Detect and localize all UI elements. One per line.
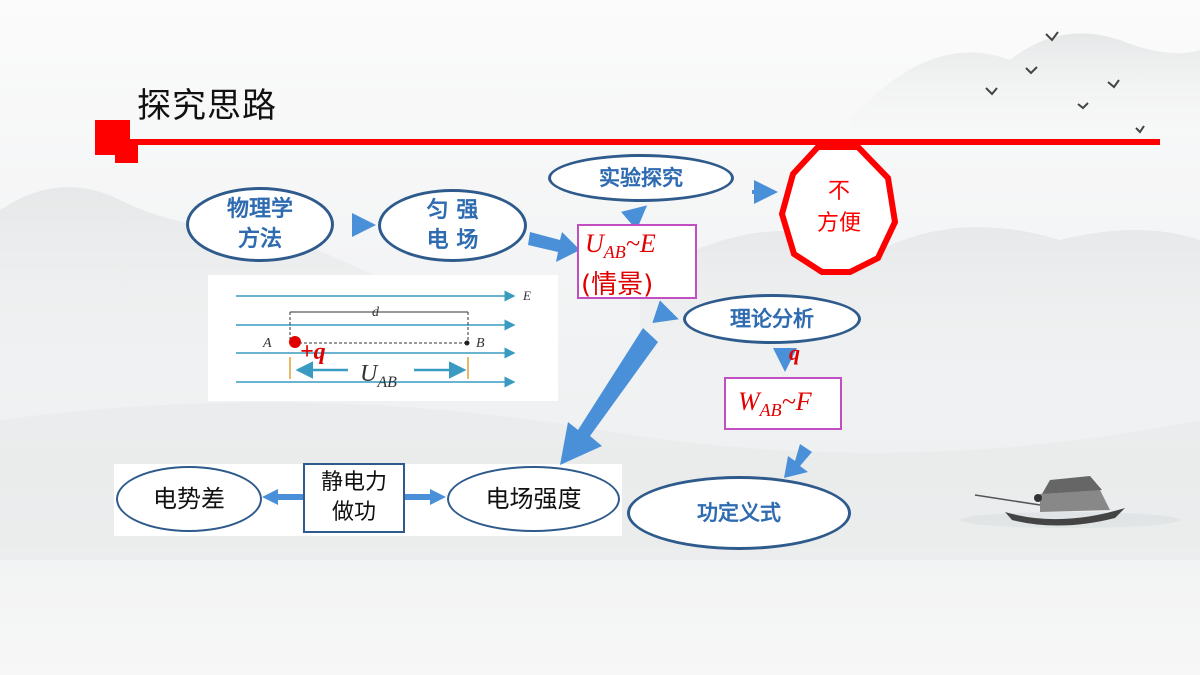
wab-main: W	[738, 387, 760, 416]
node-potential-difference: 电势差	[116, 466, 262, 532]
uab-sub: AB	[603, 242, 626, 263]
wab-f-box: WAB~F	[724, 377, 842, 430]
d-label: d	[372, 305, 380, 320]
inconvenient-octagon	[778, 144, 899, 275]
node-uniform-field-line1: 匀 强	[426, 197, 479, 223]
node-work-definition-label: 功定义式	[697, 501, 781, 525]
node-experiment: 实验探究	[548, 154, 734, 202]
node-field-strength: 电场强度	[447, 466, 620, 532]
field-figure: E d A B +q UAB	[236, 288, 531, 391]
node-physics-method-line2: 方法	[237, 226, 282, 252]
node-work-definition: 功定义式	[627, 476, 851, 550]
arrow-uab-to-experiment	[621, 205, 648, 231]
uab-rest: ~E	[625, 229, 656, 258]
a-label: A	[262, 336, 272, 351]
q-label: q	[789, 340, 800, 365]
arrow-work-to-potential	[262, 489, 304, 505]
wab-f-formula: WAB~F	[738, 387, 812, 425]
node-electrostatic-work-line2: 做功	[331, 500, 376, 525]
node-inconvenient-line2: 方便	[816, 211, 861, 236]
node-theory-label: 理论分析	[730, 307, 814, 331]
node-electrostatic-work: 静电力 做功	[303, 463, 405, 533]
node-theory: 理论分析	[683, 294, 861, 344]
u-label: UAB	[360, 361, 397, 391]
block-arrow-wab-to-workdef	[784, 444, 812, 478]
point-b-dot	[464, 340, 470, 346]
arrow-uab-to-theory	[652, 300, 679, 324]
uab-scene-label: (情景)	[581, 270, 654, 300]
node-inconvenient-line1: 不	[827, 179, 850, 204]
node-physics-method: 物理学 方法	[186, 187, 334, 262]
charge-dot	[289, 336, 301, 348]
b-label: B	[476, 336, 485, 351]
node-potential-difference-label: 电势差	[153, 485, 225, 513]
wab-rest: ~F	[781, 387, 812, 416]
title-underline	[128, 139, 1160, 145]
node-experiment-label: 实验探究	[599, 166, 683, 190]
u-label-sub: AB	[376, 374, 397, 391]
block-arrow-field-to-uab	[528, 232, 580, 262]
block-arrow-uab-to-strength	[560, 328, 658, 465]
node-inconvenient: 不 方便	[800, 176, 878, 240]
node-electrostatic-work-line1: 静电力	[320, 470, 387, 495]
page-title: 探究思路	[137, 86, 277, 126]
birds	[985, 31, 1145, 134]
arrow-work-to-strength	[404, 489, 446, 505]
node-uniform-field-line2: 电 场	[426, 227, 479, 253]
mountain-top	[850, 33, 1200, 131]
uab-e-box: UAB~E (情景)	[577, 224, 697, 300]
node-uniform-field: 匀 强 电 场	[378, 189, 527, 262]
node-field-strength-label: 电场强度	[485, 485, 582, 513]
boat-illustration	[960, 476, 1180, 528]
u-label-main: U	[360, 361, 379, 387]
wab-sub: AB	[759, 400, 782, 421]
uab-e-formula: UAB~E	[585, 228, 656, 268]
charge-label: +q	[300, 339, 326, 365]
title-accent-square-offset	[115, 140, 138, 163]
uab-main: U	[585, 229, 604, 258]
node-physics-method-line1: 物理学	[226, 196, 293, 222]
e-label: E	[522, 288, 531, 303]
